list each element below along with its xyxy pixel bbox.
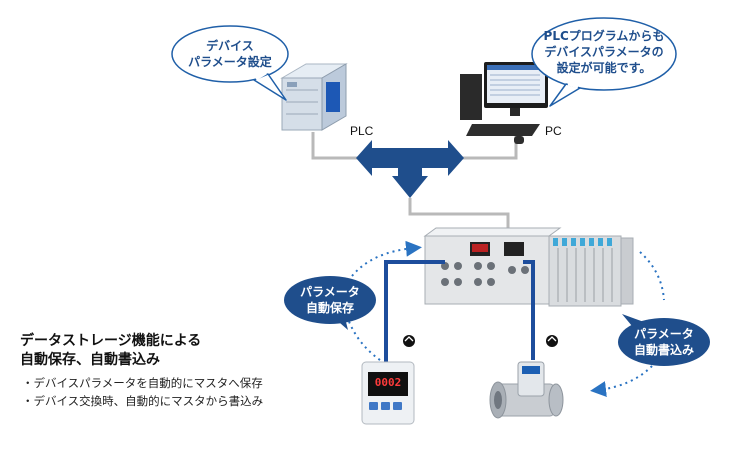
network-junction-arrow xyxy=(356,140,464,198)
pc-device xyxy=(460,62,548,144)
plc-device xyxy=(280,63,348,131)
bubble-parameter-setting-text: デバイス パラメータ設定 xyxy=(178,38,282,70)
auto-write-arrow-lower xyxy=(590,365,653,398)
bubble-plc-program-text: PLCプログラムからも デバイスパラメータの 設定が可能です。 xyxy=(534,28,674,76)
sensor-display-readout: 0002 xyxy=(374,376,402,389)
bubble-line: 自動保存 xyxy=(305,301,354,315)
pressure-sensor-device xyxy=(361,361,415,425)
bubble-line: 設定が可能です。 xyxy=(556,61,652,75)
bubble-line: デバイス xyxy=(206,39,254,53)
feature-bullet: ・デバイスパラメータを自動的にマスタへ保存 xyxy=(22,376,263,390)
feature-title-line2: 自動保存、自動書込み xyxy=(20,352,160,368)
bubble-parameter-setting xyxy=(171,25,289,101)
bubble-line: 自動書込み xyxy=(633,343,694,357)
io-link-symbol-right xyxy=(546,335,558,347)
bubble-line: パラメータ設定 xyxy=(188,55,272,69)
feature-bullet: ・デバイス交換時、自動的にマスタから書込み xyxy=(22,394,264,408)
bubble-auto-write-text: パラメータ 自動書込み xyxy=(622,326,706,358)
auto-write-arrow-upper xyxy=(639,251,665,301)
io-link-master-manifold xyxy=(423,227,634,307)
bubble-line: PLCプログラムからも xyxy=(543,29,665,43)
bubble-auto-write xyxy=(618,314,710,366)
feature-bullet-list: ・デバイスパラメータを自動的にマスタへ保存 ・デバイス交換時、自動的にマスタから… xyxy=(22,374,263,410)
bubble-auto-save-text: パラメータ 自動保存 xyxy=(288,284,372,316)
bubble-line: パラメータ xyxy=(300,285,360,299)
pc-label: PC xyxy=(545,124,562,138)
io-link-symbol-left xyxy=(403,335,415,347)
bubble-line: デバイスパラメータの xyxy=(544,45,664,59)
flow-sensor-device xyxy=(489,361,564,419)
feature-title-line1: データストレージ機能による xyxy=(20,333,202,349)
feature-title: データストレージ機能による 自動保存、自動書込み xyxy=(20,332,201,370)
plc-label: PLC xyxy=(350,124,374,138)
bubble-plc-program xyxy=(531,17,677,107)
io-link-cables xyxy=(384,260,535,362)
bubble-line: パラメータ xyxy=(634,327,694,341)
bubble-auto-save xyxy=(284,276,376,330)
